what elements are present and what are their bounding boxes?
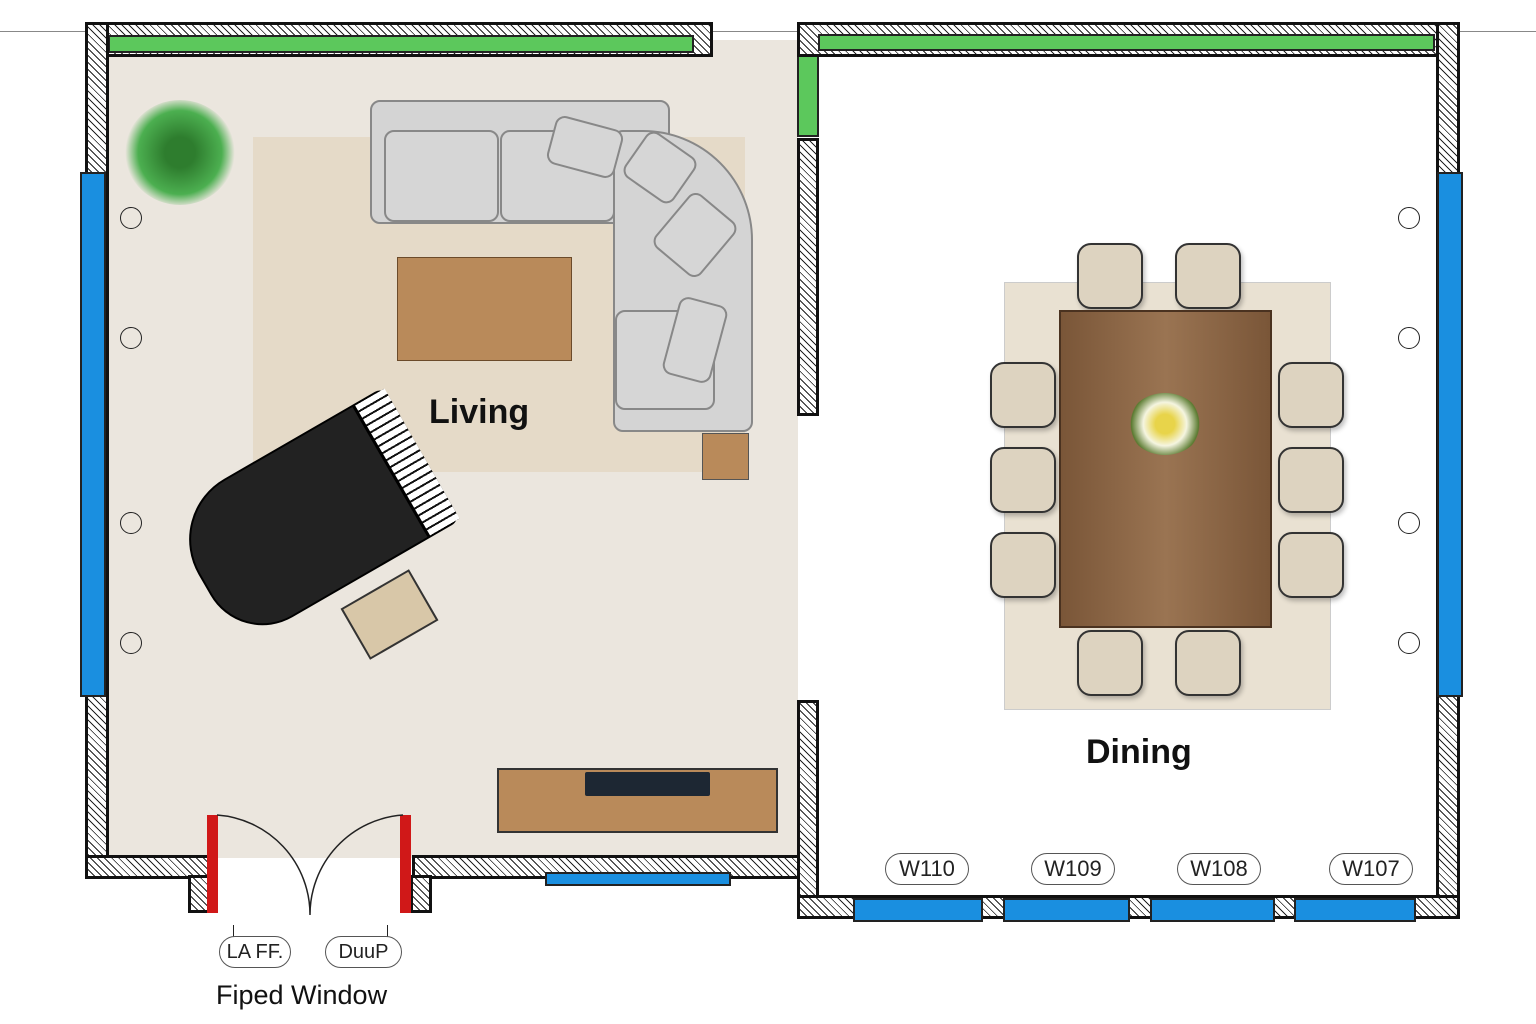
door-tag-right: DuuP	[325, 936, 402, 968]
dining-chair	[1175, 630, 1241, 696]
dining-chair	[990, 362, 1056, 428]
wall-switch-icon	[1398, 327, 1420, 349]
wall-switch-icon	[1398, 512, 1420, 534]
door-jamb-right	[410, 875, 432, 913]
living-bottom-wall-left	[85, 855, 213, 879]
dining-chair	[1278, 447, 1344, 513]
dining-chair	[1077, 630, 1143, 696]
door-jamb-left	[188, 875, 213, 913]
tag-leader	[233, 925, 234, 937]
living-left-window	[80, 172, 106, 697]
partition-wall-upper	[797, 138, 819, 416]
dining-label: Dining	[1086, 733, 1192, 771]
living-top-window	[108, 35, 694, 53]
dining-chair	[990, 447, 1056, 513]
door-left-leaf[interactable]	[207, 815, 218, 913]
dining-right-window	[1437, 172, 1463, 697]
door-swing-arcs	[216, 814, 404, 916]
wall-switch-icon	[120, 512, 142, 534]
top-reference-line	[0, 31, 1536, 32]
plant-icon	[125, 100, 235, 205]
window-tag-w108: W108	[1177, 853, 1261, 885]
dining-chair	[1077, 243, 1143, 309]
window-tag-w107: W107	[1329, 853, 1413, 885]
living-label: Living	[429, 393, 530, 431]
wall-switch-icon	[1398, 207, 1420, 229]
dining-top-window	[818, 34, 1435, 51]
window-w110	[853, 898, 983, 922]
partition-window	[797, 55, 819, 137]
window-tag-w109: W109	[1031, 853, 1115, 885]
partition-wall-lower	[797, 700, 819, 918]
window-w107	[1294, 898, 1416, 922]
coffee-table	[397, 257, 572, 361]
tv	[585, 772, 710, 796]
wall-switch-icon	[120, 207, 142, 229]
dining-chair	[1175, 243, 1241, 309]
dining-chair	[990, 532, 1056, 598]
dining-table	[1059, 310, 1272, 628]
tag-leader	[387, 925, 388, 937]
window-caption: Fiped Window	[216, 980, 388, 1010]
dining-chair	[1278, 362, 1344, 428]
wall-switch-icon	[120, 632, 142, 654]
window-w109	[1003, 898, 1130, 922]
living-bottom-window	[545, 872, 731, 886]
window-tag-w110: W110	[885, 853, 969, 885]
window-w108	[1150, 898, 1275, 922]
flower-vase-icon	[1128, 393, 1202, 455]
wall-switch-icon	[120, 327, 142, 349]
side-table	[702, 433, 749, 480]
door-right-leaf[interactable]	[400, 815, 411, 913]
dining-chair	[1278, 532, 1344, 598]
wall-switch-icon	[1398, 632, 1420, 654]
door-tag-left: LA FF.	[219, 936, 291, 968]
sectional-sofa	[370, 100, 753, 432]
